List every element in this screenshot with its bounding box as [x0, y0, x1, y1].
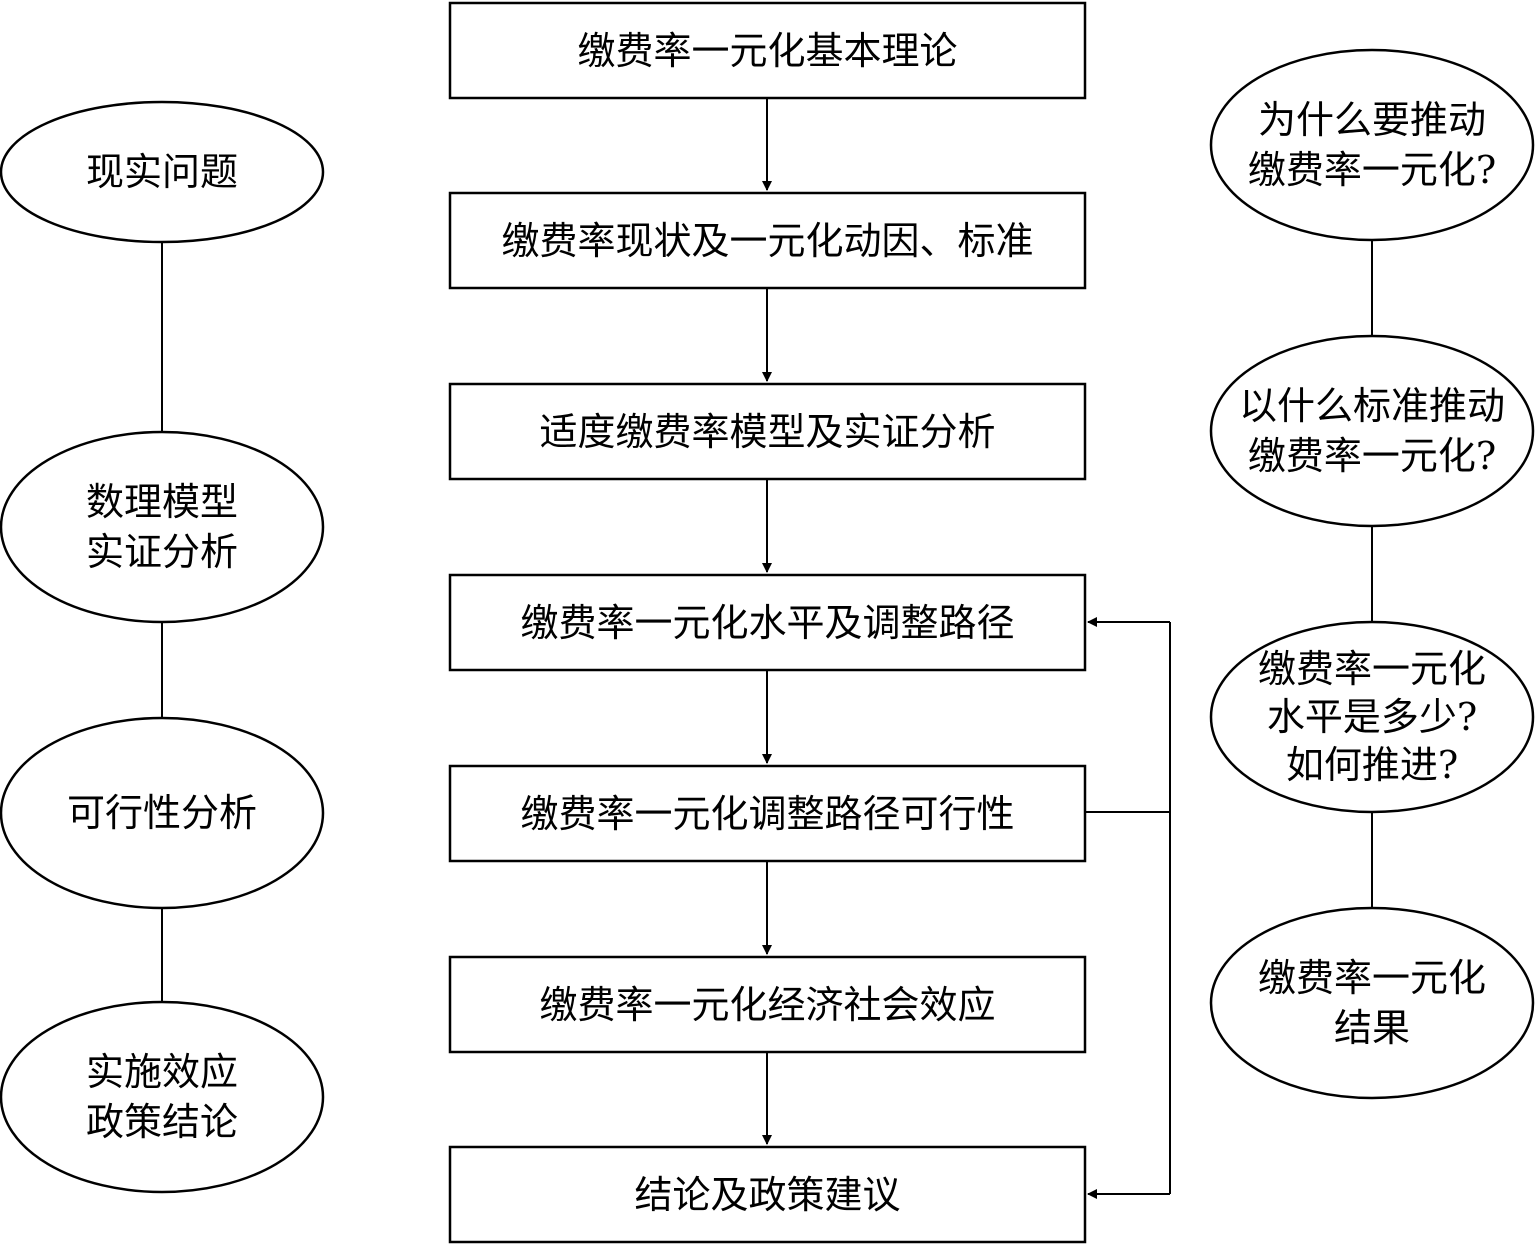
left-text: 实证分析: [85, 530, 238, 574]
right-text: 以什么标准推动: [1238, 384, 1505, 428]
right-text: 结果: [1333, 1006, 1410, 1050]
flow-text: 缴费率一元化基本理论: [577, 28, 958, 73]
flow-box-7: [448, 1145, 1087, 1244]
flow-box-5: [448, 764, 1087, 863]
right-ellipse-2: [1209, 334, 1535, 528]
left-label-4: 实施效应 政策结论: [1, 1002, 323, 1192]
flow-box-4: [448, 573, 1087, 672]
right-label-2: 以什么标准推动 缴费率一元化?: [1211, 336, 1533, 526]
left-ellipse-1: [0, 100, 325, 244]
left-ellipse-2: [0, 430, 325, 624]
right-label-3: 缴费率一元化 水平是多少? 如何推进?: [1211, 622, 1533, 812]
flow-box-6: [448, 955, 1087, 1054]
flow-label-2: 缴费率现状及一元化动因、标准: [450, 193, 1085, 288]
flow-box-3: [448, 382, 1087, 481]
right-text: 缴费率一元化: [1257, 647, 1486, 691]
flow-label-6: 缴费率一元化经济社会效应: [450, 957, 1085, 1052]
left-ellipse-4: [0, 1000, 325, 1194]
flow-label-1: 缴费率一元化基本理论: [450, 3, 1085, 98]
left-label-1: 现实问题: [1, 102, 323, 242]
right-ellipses: [1209, 48, 1535, 1100]
flow-label-7: 结论及政策建议: [450, 1147, 1085, 1242]
center-boxes: [448, 1, 1087, 1244]
flow-box-2: [448, 191, 1087, 290]
flow-text: 适度缴费率模型及实证分析: [539, 409, 996, 454]
left-label-3: 可行性分析: [1, 718, 323, 908]
left-ellipse-3: [0, 716, 325, 910]
flow-label-5: 缴费率一元化调整路径可行性: [450, 766, 1085, 861]
right-text: 缴费率一元化?: [1247, 148, 1497, 192]
right-ellipse-4: [1209, 906, 1535, 1100]
right-ellipse-1: [1209, 48, 1535, 242]
right-label-4: 缴费率一元化 结果: [1211, 908, 1533, 1098]
right-text: 缴费率一元化: [1257, 956, 1486, 1000]
flow-text: 缴费率一元化调整路径可行性: [520, 791, 1015, 836]
right-text: 缴费率一元化?: [1247, 434, 1497, 478]
feedback-connector: [1086, 617, 1171, 1199]
left-label-2: 数理模型 实证分析: [1, 432, 323, 622]
flow-text: 结论及政策建议: [634, 1172, 901, 1217]
left-text: 政策结论: [85, 1100, 238, 1144]
flow-label-4: 缴费率一元化水平及调整路径: [450, 575, 1085, 670]
flow-text: 缴费率现状及一元化动因、标准: [501, 218, 1034, 263]
flow-label-3: 适度缴费率模型及实证分析: [450, 384, 1085, 479]
left-text: 现实问题: [85, 150, 238, 194]
flow-box-1: [448, 1, 1087, 100]
right-text: 为什么要推动: [1257, 98, 1486, 142]
flow-text: 缴费率一元化水平及调整路径: [520, 600, 1015, 645]
left-text: 实施效应: [85, 1050, 238, 1094]
right-text: 如何推进?: [1285, 743, 1459, 787]
right-text: 水平是多少?: [1266, 695, 1478, 739]
left-text: 数理模型: [85, 480, 238, 524]
right-label-1: 为什么要推动 缴费率一元化?: [1211, 50, 1533, 240]
left-ellipses: [0, 100, 325, 1194]
left-text: 可行性分析: [66, 791, 257, 835]
flow-text: 缴费率一元化经济社会效应: [539, 982, 996, 1027]
right-ellipse-3: [1209, 620, 1535, 814]
